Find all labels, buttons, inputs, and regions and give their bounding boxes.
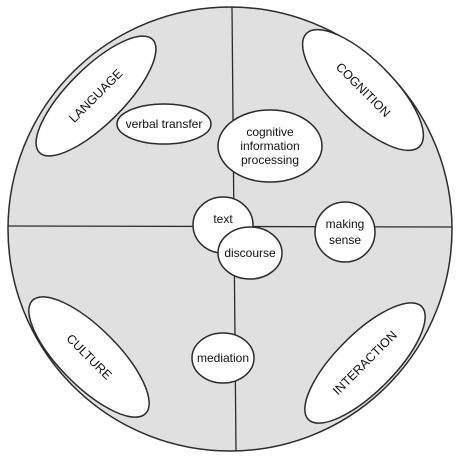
concept-mediation: mediation bbox=[191, 332, 255, 384]
making-sense-line-2: sense bbox=[329, 233, 361, 247]
quadrant-language: LANGUAGE bbox=[35, 35, 157, 157]
concept-cognitive-information-processing: cognitive information processing bbox=[217, 109, 323, 183]
concept-verbal-transfer: verbal transfer bbox=[116, 103, 212, 145]
cognitive-line-2: information bbox=[240, 139, 299, 153]
text-label: text bbox=[213, 212, 233, 226]
cognitive-line-1: cognitive bbox=[246, 125, 294, 139]
quadrant-culture: CULTURE bbox=[28, 296, 150, 418]
concept-making-sense: making sense bbox=[314, 201, 376, 263]
cognitive-line-3: processing bbox=[241, 153, 299, 167]
making-sense-line-1: making bbox=[326, 217, 365, 231]
mediation-label: mediation bbox=[197, 351, 249, 365]
discourse-label: discourse bbox=[224, 246, 276, 260]
quadrant-cognition: COGNITION bbox=[301, 28, 425, 152]
concept-discourse: discourse bbox=[217, 226, 283, 280]
verbal-transfer-label: verbal transfer bbox=[126, 117, 203, 131]
